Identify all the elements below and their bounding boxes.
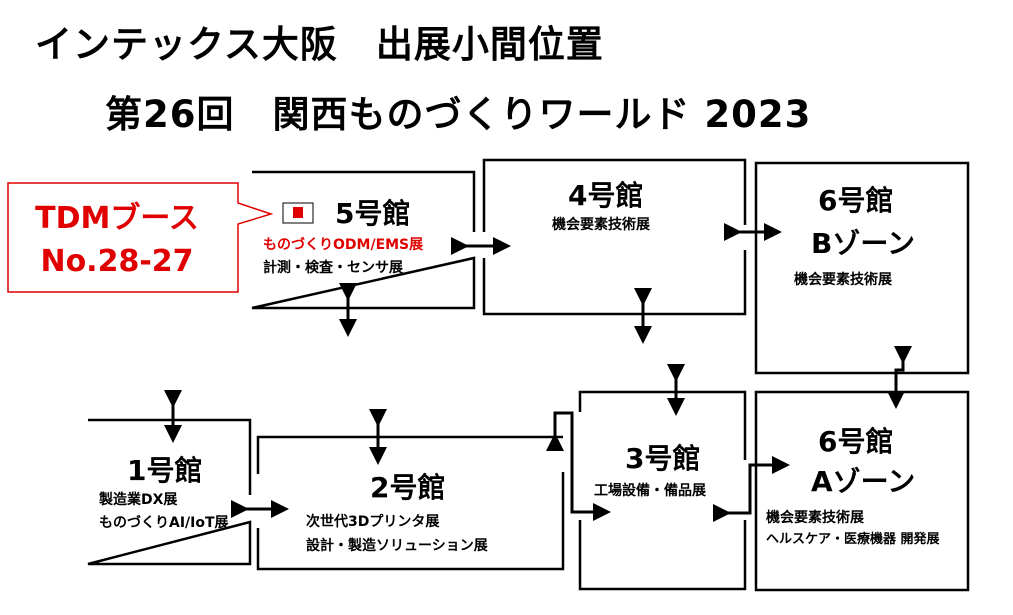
- title-line-2: 第26回 関西ものづくりワールド 2023: [105, 93, 812, 136]
- hall-6b-zone: Bゾーン: [811, 227, 915, 260]
- hall-3-name: 3号館: [625, 442, 701, 475]
- hall-3-outline: [578, 390, 747, 591]
- hall-1-outline: [87, 418, 252, 566]
- hall-6a-event-2: ヘルスケア・医療機器 開発展: [766, 532, 940, 547]
- hall-3-event-1: 工場設備・備品展: [594, 483, 706, 499]
- tdm-callout-box: [7, 182, 274, 293]
- title-line-1: インテックス大阪 出展小間位置: [35, 23, 604, 66]
- hall-2-event-2: 設計・製造ソリューション展: [306, 538, 488, 554]
- hall-5-name: 5号館: [335, 197, 411, 230]
- hall-6b-event-1: 機会要素技術展: [794, 272, 892, 288]
- hall-5-event-2: 計測・検査・センサ展: [263, 260, 403, 276]
- hall-6a-zone: Aゾーン: [811, 465, 916, 498]
- callout-booth-number: No.28-27: [40, 244, 194, 279]
- hall-4-name: 4号館: [568, 179, 644, 212]
- hall-6b-name: 6号館: [818, 184, 894, 217]
- arrow-6b-6a: [887, 346, 912, 409]
- callout-booth-label: TDMブース: [35, 201, 199, 236]
- arrow-2-3: [546, 411, 611, 521]
- hall-1-event-2: ものづくりAI/IoT展: [99, 515, 229, 531]
- hall-5-event-1: ものづくりODM/EMS展: [263, 237, 424, 253]
- hall-6a-name: 6号館: [818, 425, 894, 458]
- hall-1-event-1: 製造業DX展: [99, 492, 178, 508]
- hall-4-event-1: 機会要素技術展: [552, 217, 650, 233]
- hall-5-outline: [251, 170, 476, 310]
- hall-6a-event-1: 機会要素技術展: [766, 510, 864, 526]
- hall-2-event-1: 次世代3Dプリンタ展: [306, 514, 440, 530]
- arrow-3-6a: [713, 456, 790, 522]
- hall-6b-outline: [754, 161, 970, 375]
- hall-2-name: 2号館: [370, 471, 446, 504]
- hall-4-outline: [482, 158, 747, 316]
- hall-1-name: 1号館: [127, 454, 203, 487]
